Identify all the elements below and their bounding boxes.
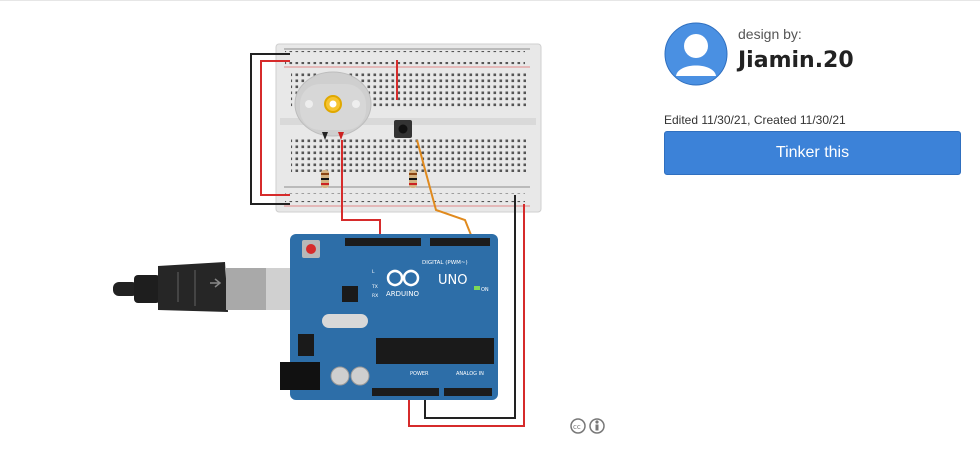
wires <box>250 53 525 427</box>
edit-create-dates: Edited 11/30/21, Created 11/30/21 <box>664 113 846 127</box>
on-led-label: ON <box>481 287 489 293</box>
top-divider <box>0 0 980 1</box>
power-header-label: POWER <box>410 371 429 377</box>
resistor-2 <box>409 170 417 188</box>
board-brand: ARDUINO <box>386 290 419 298</box>
svg-text:cc: cc <box>573 423 581 431</box>
rx-led-label: RX <box>372 293 378 299</box>
analog-header-label: ANALOG IN <box>456 371 484 377</box>
board-model: UNO <box>438 273 467 288</box>
user-avatar-icon[interactable] <box>664 22 728 86</box>
creative-commons-icon: cc <box>570 418 605 434</box>
arduino-board: ARDUINO UNO DIGITAL (PWM~) POWER ANALOG … <box>280 234 498 400</box>
author-name-link[interactable]: Jiamin.20 <box>738 48 854 73</box>
l-led-label: L <box>372 269 375 275</box>
dc-motor <box>294 71 372 140</box>
designer-info: design by: Jiamin.20 <box>664 22 964 92</box>
design-by-label: design by: <box>738 26 802 42</box>
push-button <box>394 120 412 138</box>
circuit-canvas: ARDUINO UNO DIGITAL (PWM~) POWER ANALOG … <box>113 43 605 434</box>
digital-header-label: DIGITAL (PWM~) <box>422 260 468 266</box>
tinker-this-button[interactable]: Tinker this <box>664 131 961 175</box>
tx-led-label: TX <box>371 284 378 290</box>
resistor-1 <box>321 170 329 188</box>
